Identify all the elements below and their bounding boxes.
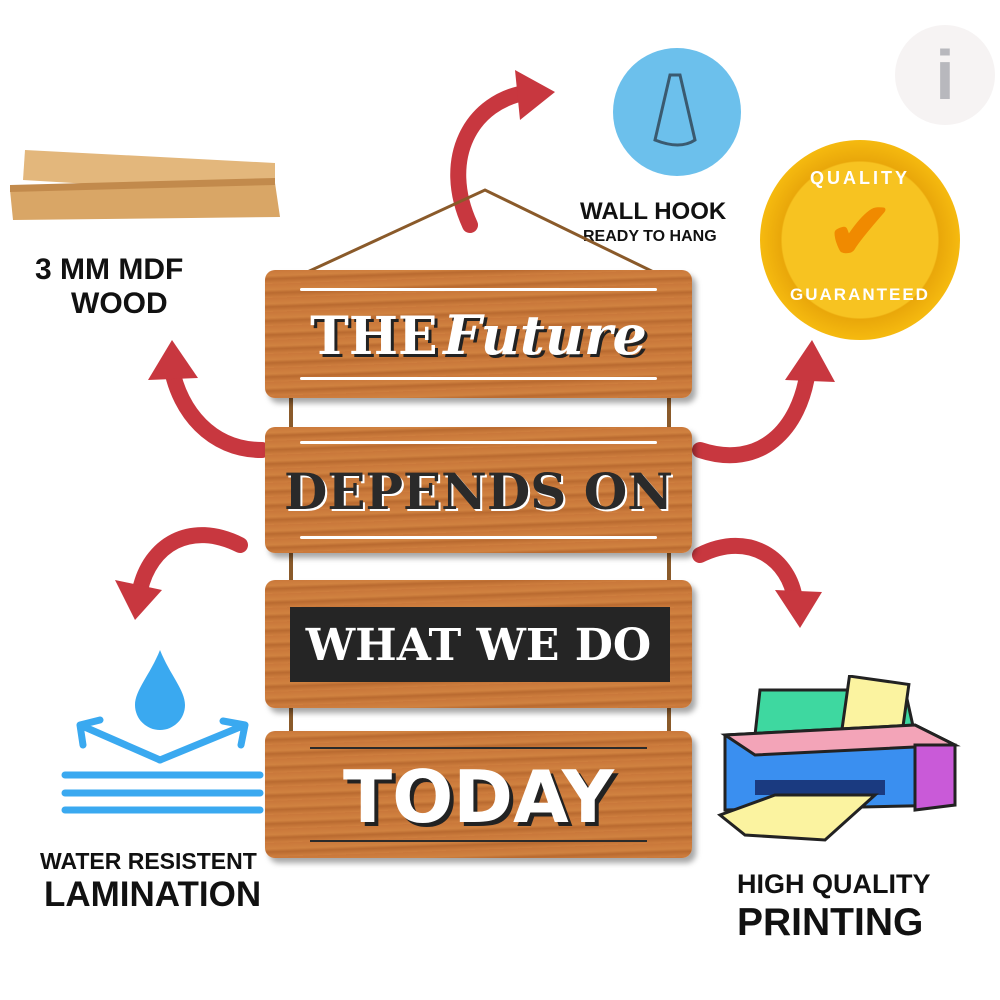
board1-word2: Future bbox=[443, 303, 647, 367]
board3-text: WHAT WE DO bbox=[305, 620, 652, 671]
arrow-water bbox=[132, 527, 248, 598]
logo-letter: i bbox=[935, 36, 955, 114]
arrow-wood bbox=[164, 362, 270, 458]
hook-subtitle: READY TO HANG bbox=[583, 228, 717, 245]
printing-label-line1: HIGH QUALITY bbox=[737, 869, 931, 899]
printer-icon bbox=[716, 675, 961, 842]
printing-label-line2: PRINTING bbox=[737, 901, 924, 944]
water-label-line1: WATER RESISTENT bbox=[40, 848, 257, 874]
checkmark-icon: ✔ bbox=[826, 187, 894, 276]
quality-seal: QUALITY ✔ GUARANTEED bbox=[760, 140, 960, 340]
sign-board-2: DEPENDS ON bbox=[265, 427, 692, 553]
rope-right bbox=[667, 380, 671, 750]
seal-bottom-text: GUARANTEED bbox=[790, 285, 930, 304]
arrow-printer bbox=[692, 537, 803, 608]
sign-board-1: THE Future bbox=[265, 270, 692, 398]
wall-hook-icon bbox=[613, 48, 741, 176]
wood-planks-icon bbox=[10, 150, 280, 220]
water-label-line2: LAMINATION bbox=[44, 875, 262, 914]
sign-board-4: TODAY bbox=[265, 731, 692, 858]
board4-text: TODAY bbox=[342, 755, 615, 839]
sign-board-3: WHAT WE DO bbox=[265, 580, 692, 708]
wood-label-line2: WOOD bbox=[71, 287, 168, 320]
rope-left bbox=[289, 380, 293, 750]
water-resistant-icon bbox=[61, 650, 264, 814]
board1-word1: THE bbox=[310, 306, 438, 367]
arrow-seal bbox=[692, 362, 816, 464]
wood-label: 3 MM MDF WOOD bbox=[35, 255, 183, 319]
seal-top-text: QUALITY bbox=[810, 168, 910, 188]
hanging-string bbox=[289, 188, 671, 282]
board2-text: DEPENDS ON bbox=[283, 462, 673, 521]
brand-logo: i bbox=[895, 25, 995, 125]
wood-label-line1: 3 MM MDF bbox=[35, 253, 184, 286]
hook-title: WALL HOOK bbox=[580, 198, 727, 225]
